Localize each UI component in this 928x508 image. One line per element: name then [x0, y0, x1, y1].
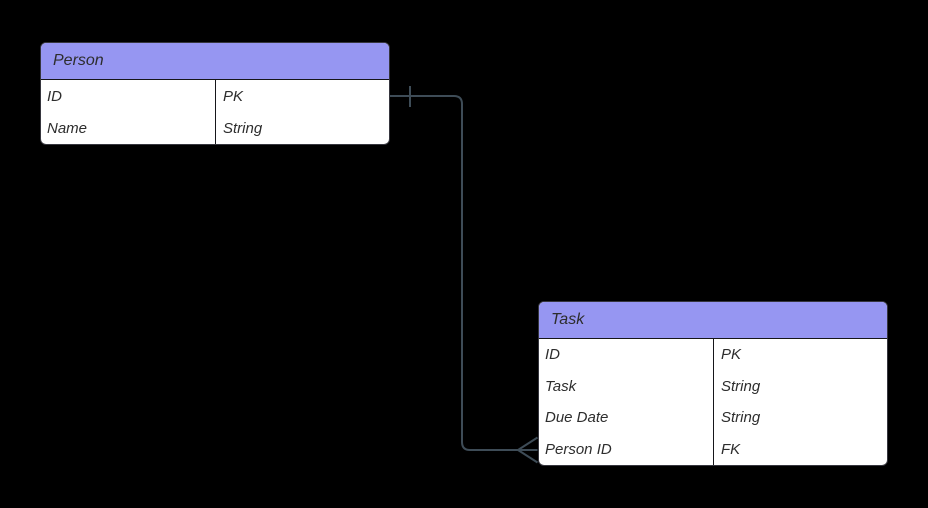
table-row: Due Date String — [539, 402, 887, 434]
attribute-name-cell: Person ID — [545, 440, 612, 458]
table-row: Name String — [41, 112, 389, 144]
entity-person-rows: ID PK Name String — [41, 80, 389, 144]
entity-task[interactable]: Task ID PK Task String Due Date String P… — [538, 301, 888, 466]
attribute-type-cell: FK — [713, 433, 887, 465]
entity-person-header: Person — [41, 43, 389, 80]
attribute-name-cell: Name — [47, 119, 88, 137]
table-row: ID PK — [41, 80, 389, 112]
attribute-name-cell: ID — [47, 87, 62, 105]
entity-person-title: Person — [53, 52, 104, 69]
attribute-type-cell: PK — [215, 80, 389, 112]
attribute-type-cell: String — [713, 402, 887, 434]
table-row: Task String — [539, 370, 887, 402]
attribute-type-cell: String — [713, 370, 887, 402]
attribute-name-cell: Due Date — [545, 409, 609, 427]
attribute-name-cell: Task — [545, 377, 577, 395]
entity-person[interactable]: Person ID PK Name String — [40, 42, 390, 145]
relationship-line[interactable] — [389, 95, 518, 451]
cardinality-many-crow-foot-marker — [517, 436, 539, 464]
entity-task-header: Task — [539, 302, 887, 339]
attribute-name-cell: ID — [545, 346, 560, 364]
table-row: ID PK — [539, 339, 887, 371]
attribute-type-cell: PK — [713, 339, 887, 371]
entity-task-rows: ID PK Task String Due Date String Person… — [539, 339, 887, 465]
entity-task-title: Task — [551, 311, 585, 328]
table-row: Person ID FK — [539, 433, 887, 465]
attribute-type-cell: String — [215, 112, 389, 144]
